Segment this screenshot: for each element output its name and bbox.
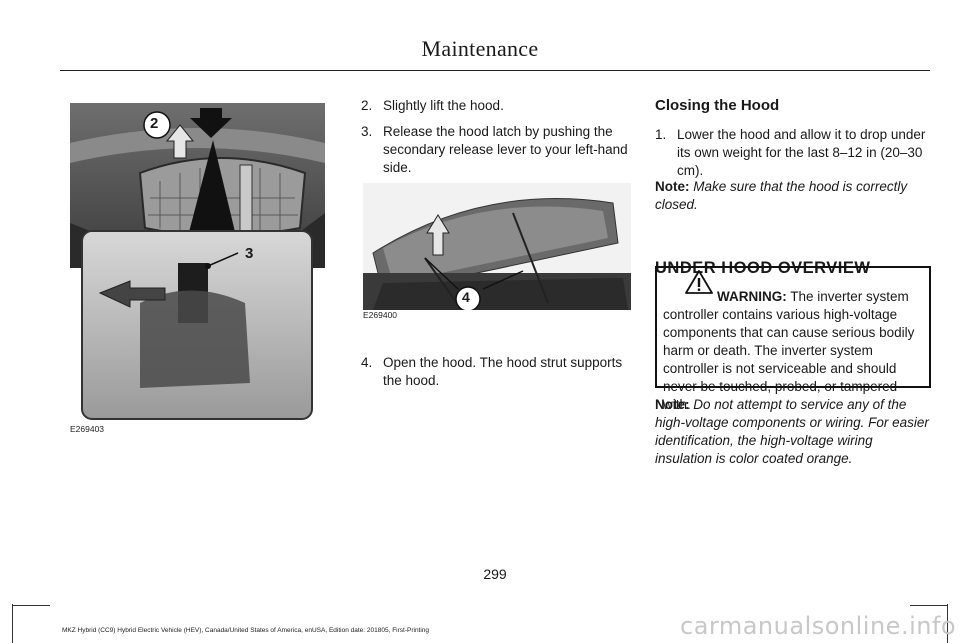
section-title: UNDER HOOD OVERVIEW [655,259,871,277]
note-label: Note: [655,397,690,412]
hood-latch-figure: 2 3 [70,103,325,423]
closing-hood-heading: Closing the Hood [655,97,780,114]
note-closed: Note: Make sure that the hood is correct… [655,178,930,214]
crop-mark-right-h [910,605,948,606]
crop-mark-left [12,604,13,643]
hood-latch-illustration [70,103,325,420]
warning-box: WARNING: The inverter system controller … [655,266,931,412]
page-title: Maintenance [421,36,539,61]
crop-mark-right [947,604,948,643]
note-text: Do not attempt to service any of the hig… [655,397,929,466]
callout-2: 2 [150,115,159,132]
procedure-steps: 2. Slightly lift the hood. 3. Release the … [361,97,631,185]
watermark: carmanualsonline.info [680,612,957,640]
warning-text: The inverter system controller contains … [663,289,915,412]
step-text: Release the hood latch by pushing the se… [383,124,628,175]
open-hood-figure: 4 [363,183,631,312]
closing-step-1: 1. Lower the hood and allow it to drop un… [655,126,930,188]
crop-mark-left-h [12,605,50,606]
note-text: Make sure that the hood is correctly clo… [655,179,908,212]
step-number: 3. [361,124,373,139]
step-4: 4. Open the hood. The hood strut supports… [361,354,636,398]
step-text: Lower the hood and allow it to drop unde… [677,127,926,178]
step-3: 3. Release the hood latch by pushing the … [361,123,631,177]
note-high-voltage: Note: Do not attempt to service any of t… [655,396,930,468]
step-text: Open the hood. The hood strut supports t… [383,355,623,388]
step-number: 4. [361,355,373,370]
open-hood-illustration [363,183,631,312]
step-number: 1. [655,127,667,142]
step-text: Slightly lift the hood. [383,98,504,113]
callout-3: 3 [245,245,254,262]
document-footer: MKZ Hybrid (CC9) Hybrid Electric Vehicle… [62,627,430,634]
step-number: 2. [361,98,373,113]
figure-code: E269403 [70,424,105,434]
warning-triangle-icon [685,270,713,294]
step-2: 2. Slightly lift the hood. [361,97,631,115]
figure-code: E269400 [363,310,398,320]
header-rule [60,70,930,71]
note-label: Note: [655,179,690,194]
page-number: 299 [483,566,507,582]
warning-label: WARNING: [717,289,787,304]
callout-4: 4 [462,289,470,305]
